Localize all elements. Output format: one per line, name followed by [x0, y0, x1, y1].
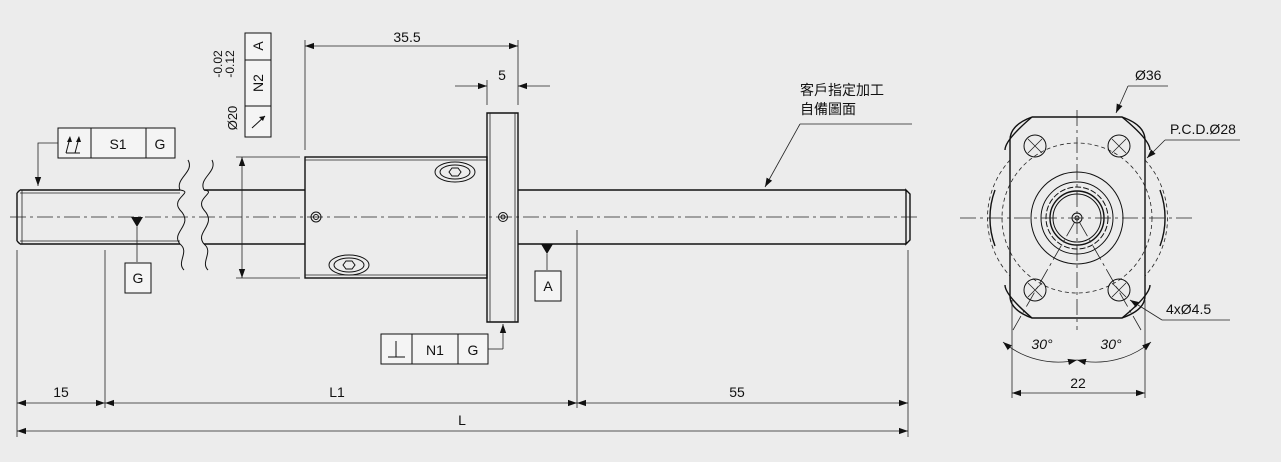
fcf-runout-datum: G	[155, 136, 166, 152]
fcf-vertical: A N2	[244, 32, 272, 138]
total-runout-icon	[65, 136, 81, 154]
ext-lines-35	[304, 40, 519, 150]
dim-l1: L1	[329, 384, 345, 400]
dim-outer-dia: Ø36	[1135, 67, 1162, 83]
end-view-dims: Ø36 P.C.D.Ø28 4xØ4.5 30° 30° 22	[1002, 67, 1240, 398]
note-callout: 客戶指定加工 自備圖面	[764, 82, 912, 188]
dim-angle-left: 30°	[1031, 336, 1053, 352]
dim-angle-right: 30°	[1100, 336, 1122, 352]
nut-body	[304, 156, 488, 279]
fcf-perp-datum: G	[468, 342, 479, 358]
fcf-vertical-datum: A	[250, 41, 266, 51]
nut-flange	[486, 112, 519, 323]
datum-g: G	[124, 217, 152, 294]
ext-lines-dia	[236, 156, 300, 279]
dim-holes: 4xØ4.5	[1166, 301, 1211, 317]
dim-width: 22	[1070, 375, 1086, 391]
dim-flange-width: 5	[498, 67, 506, 83]
fcf-vertical-value: N2	[250, 74, 266, 92]
dim-left-end: 15	[53, 384, 69, 400]
break-lines	[177, 159, 214, 271]
note-line-2: 自備圖面	[800, 101, 856, 117]
fcf-runout-value: S1	[109, 136, 126, 152]
dim-overall: L	[458, 412, 466, 428]
dim-diameter: Ø20	[225, 106, 240, 131]
dim-right-end: 55	[729, 384, 745, 400]
dim-pcd: P.C.D.Ø28	[1170, 121, 1236, 137]
fcf-perpendicularity: N1 G	[380, 324, 507, 365]
dim-nut-length: 35.5	[393, 29, 420, 45]
dim-tol-upper: -0.02	[211, 50, 225, 78]
datum-a-label: A	[543, 278, 553, 294]
end-view	[960, 110, 1195, 331]
perpendicular-icon	[388, 341, 405, 358]
ext-lines-bottom	[16, 230, 909, 437]
fcf-runout: S1 G	[34, 127, 176, 186]
fcf-perp-value: N1	[426, 342, 444, 358]
datum-a: A	[534, 244, 562, 302]
shaft-mid	[204, 189, 305, 245]
dim-tol-lower: -0.12	[223, 50, 237, 78]
note-line-1: 客戶指定加工	[800, 82, 884, 98]
datum-g-label: G	[133, 270, 144, 286]
